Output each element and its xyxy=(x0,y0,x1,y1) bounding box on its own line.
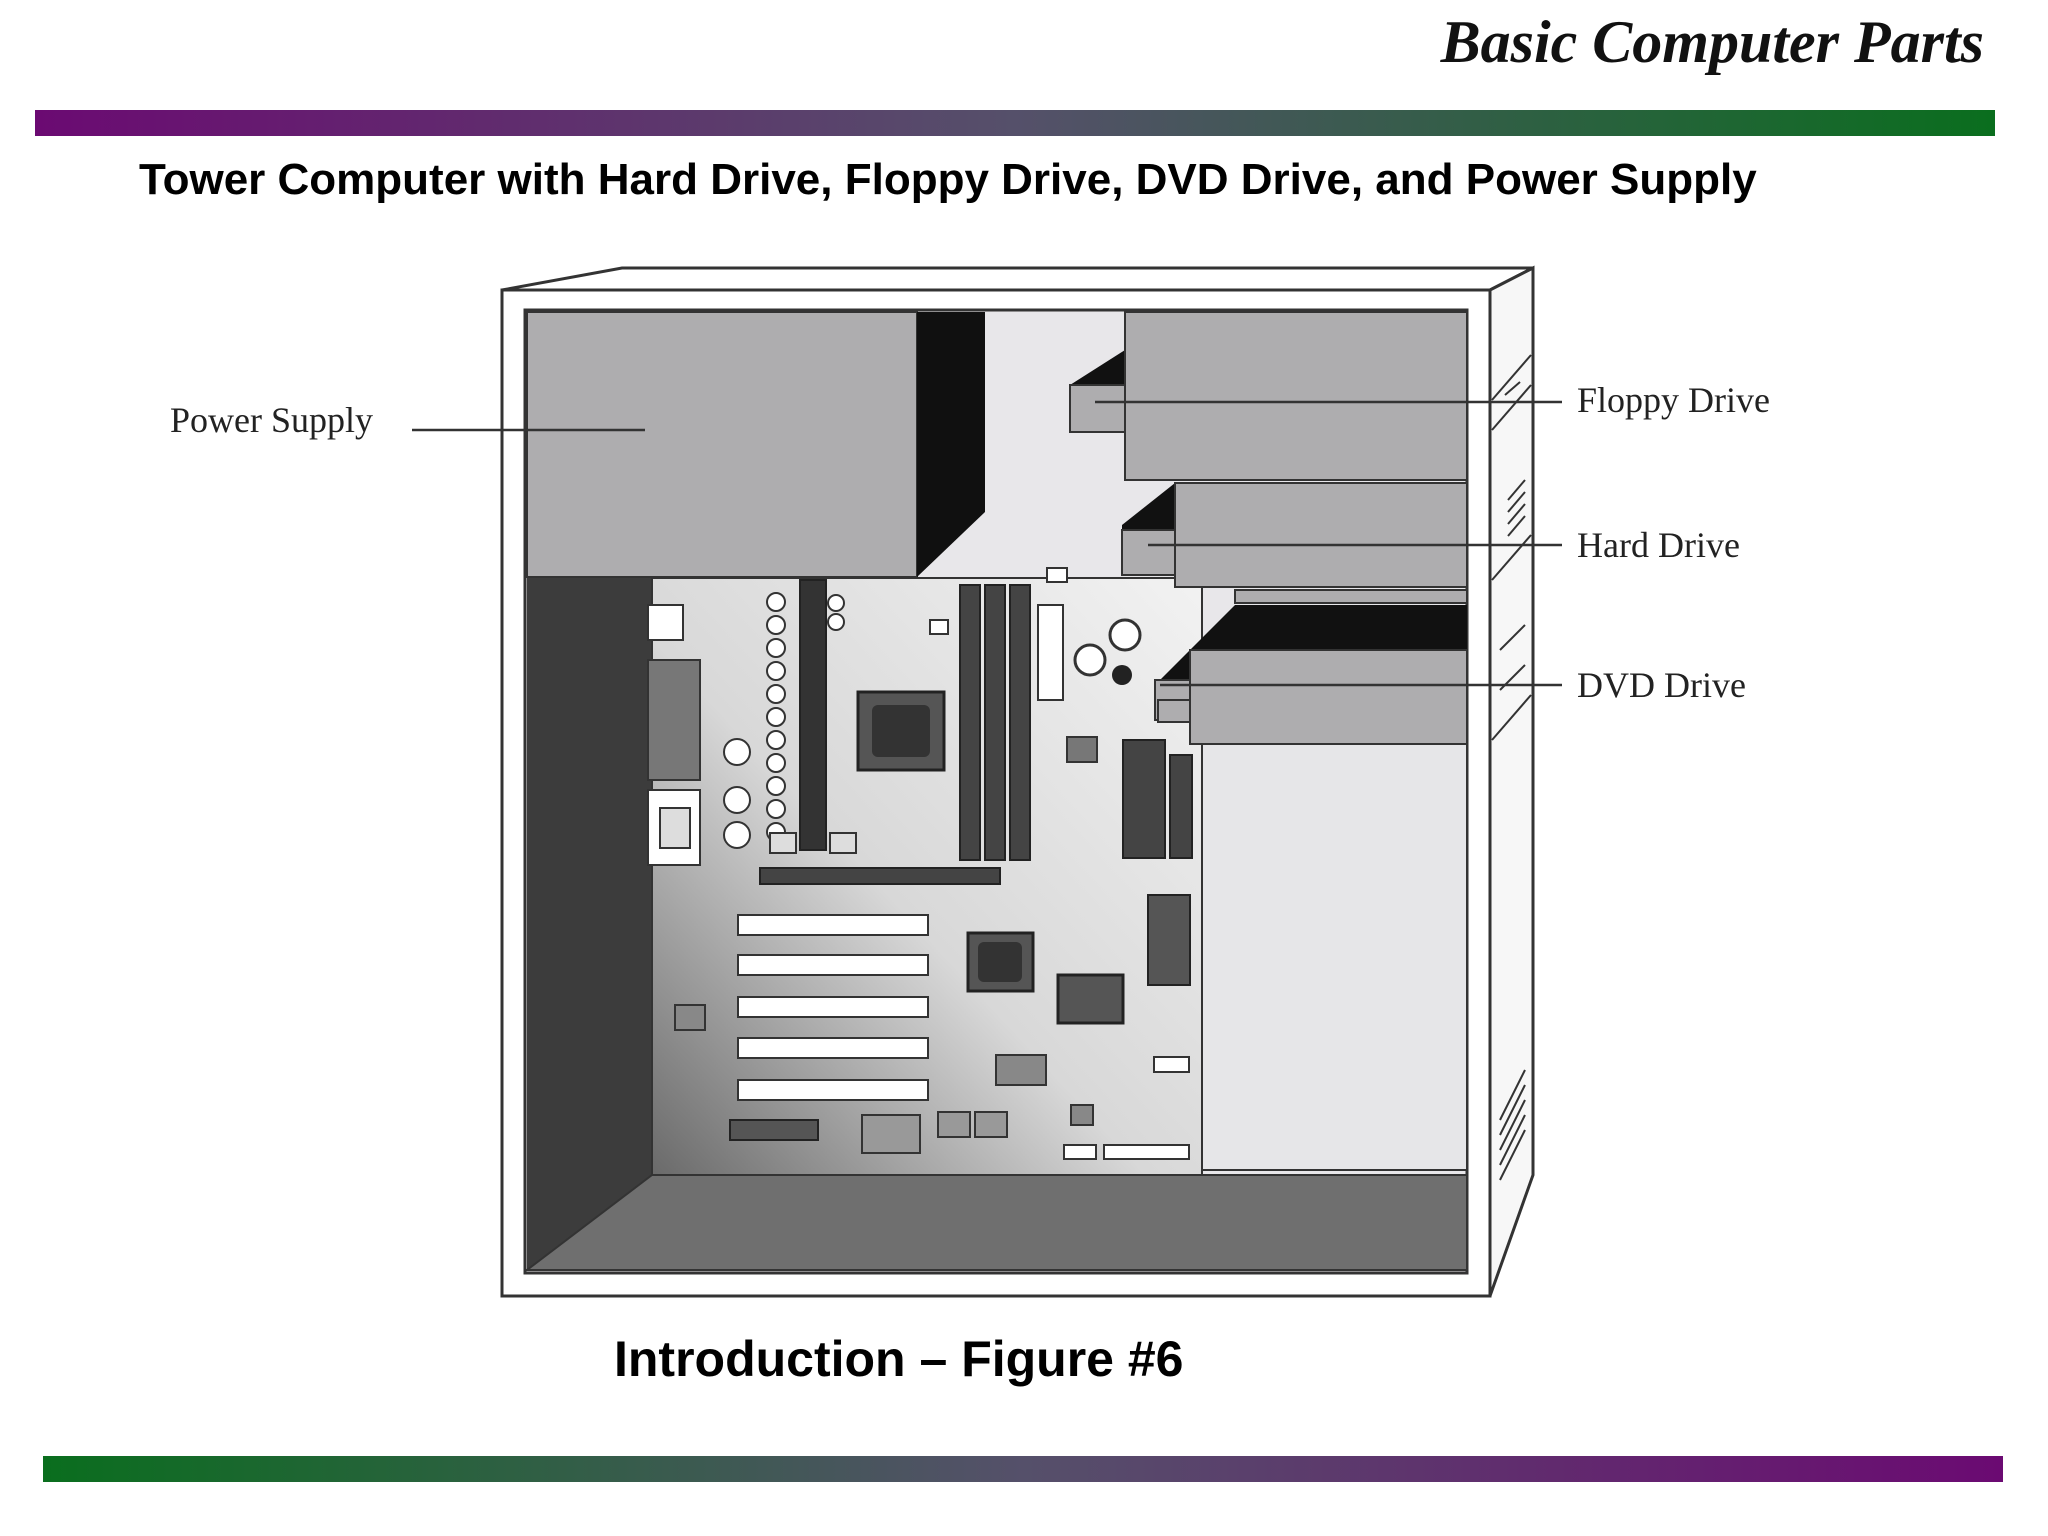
label-floppy-drive: Floppy Drive xyxy=(1577,380,1770,420)
hard-drive xyxy=(1121,482,1468,604)
label-dvd-drive: DVD Drive xyxy=(1577,665,1746,705)
top-gradient-bar xyxy=(35,110,1995,136)
slide-subtitle: Tower Computer with Hard Drive, Floppy D… xyxy=(139,155,1757,204)
callout-leader-lines xyxy=(412,400,1562,687)
drive-bay-wall xyxy=(1199,739,1468,1171)
floppy-drive xyxy=(1069,311,1468,481)
label-hard-drive: Hard Drive xyxy=(1577,525,1740,565)
figure-caption: Introduction – Figure #6 xyxy=(614,1331,1184,1387)
case-floor xyxy=(524,1174,1468,1271)
front-panel-details xyxy=(1491,354,1532,1181)
dvd-drive xyxy=(1154,605,1468,745)
bottom-gradient-bar xyxy=(43,1456,2003,1482)
case-left-wall xyxy=(527,578,652,1270)
label-power-supply: Power Supply xyxy=(170,400,373,440)
slide-title: Basic Computer Parts xyxy=(1440,9,1984,75)
motherboard xyxy=(647,567,1203,1176)
power-supply xyxy=(526,311,985,578)
